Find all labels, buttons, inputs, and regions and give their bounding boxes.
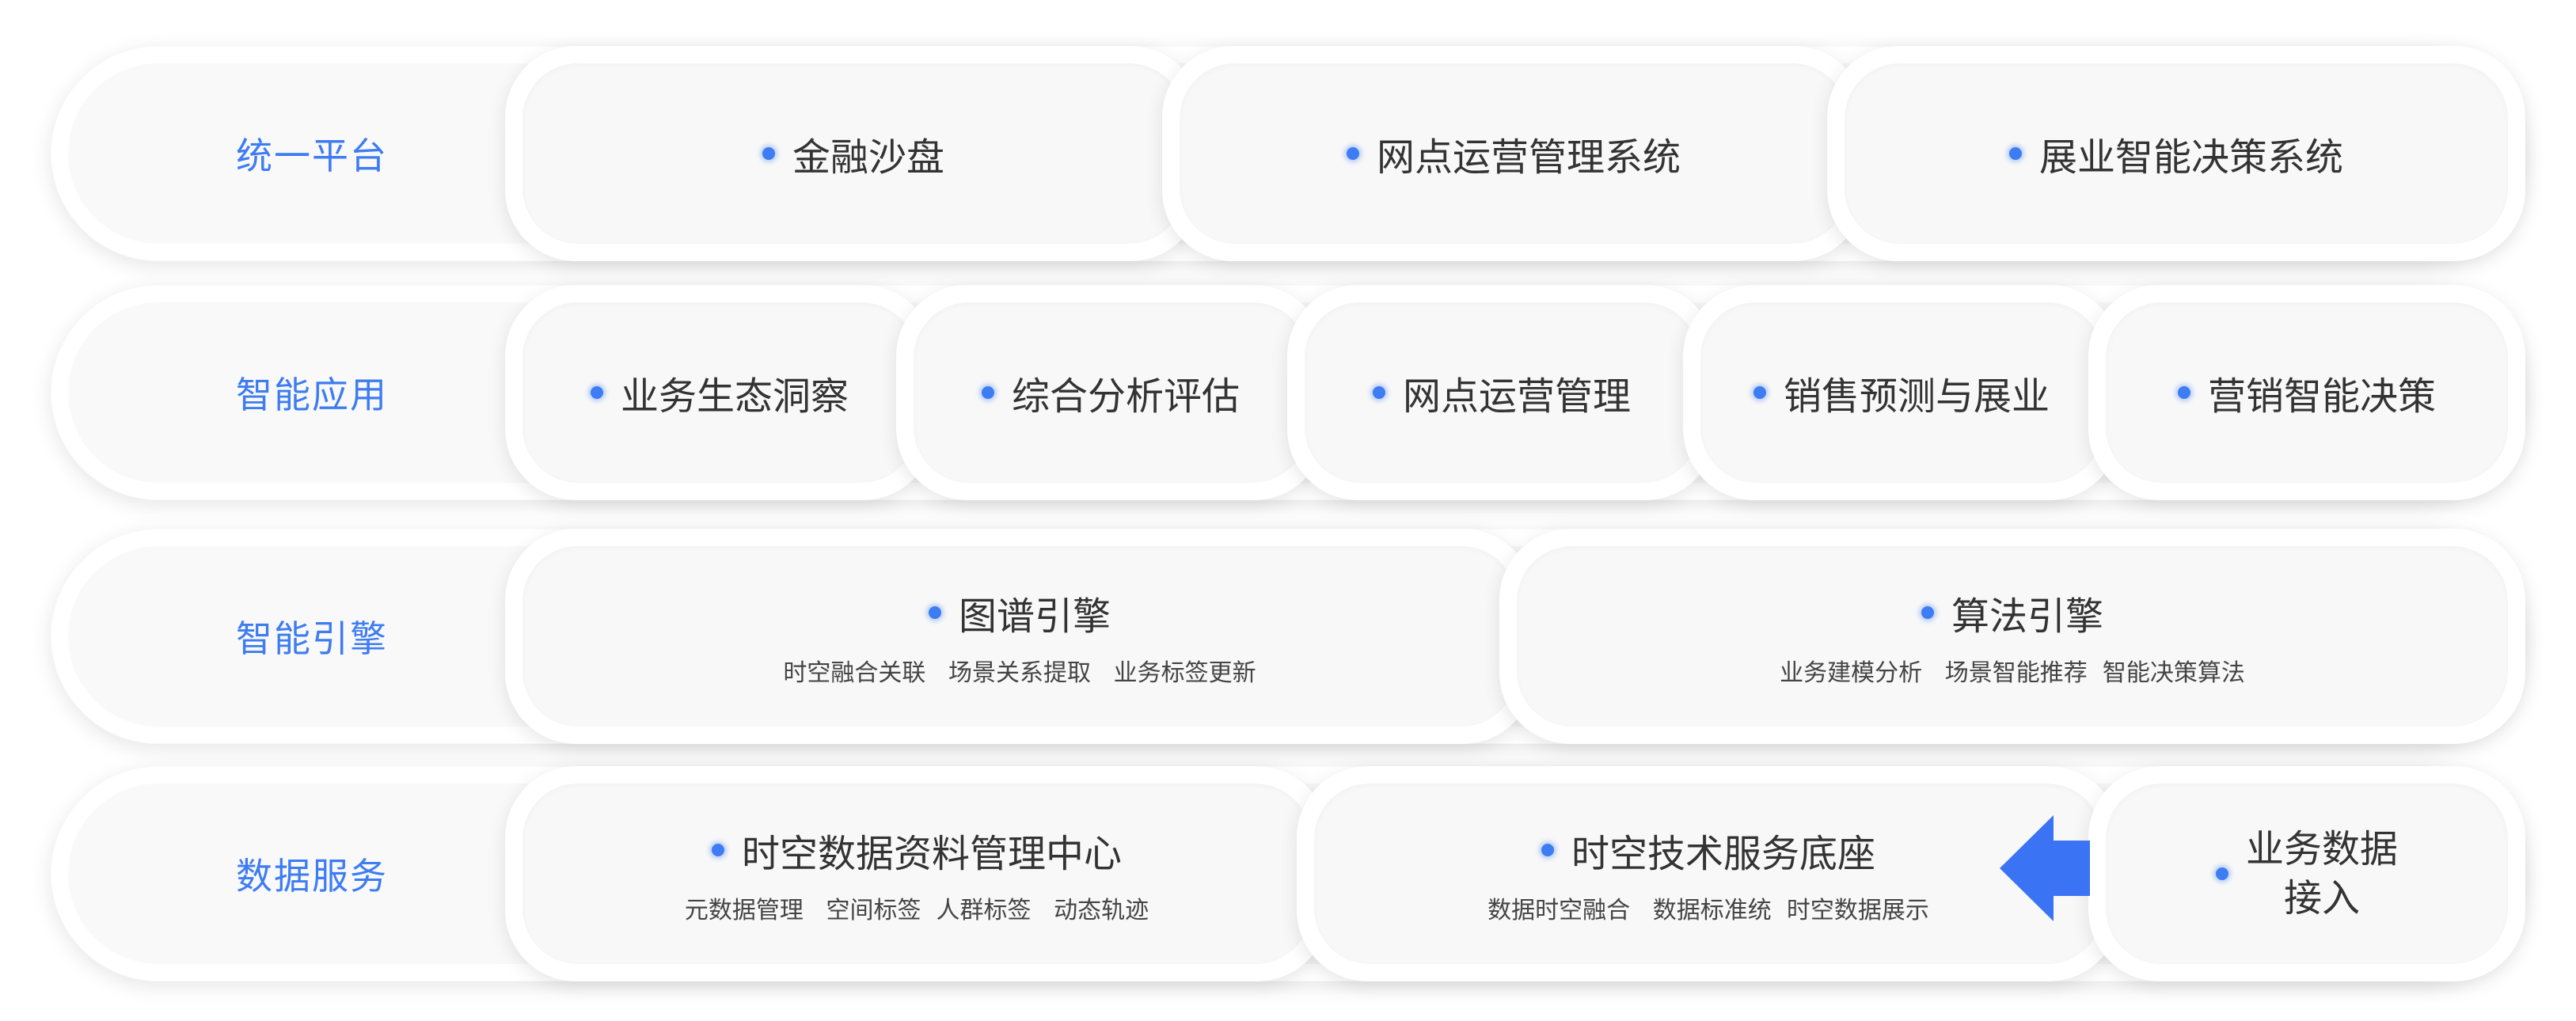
card-business-decision-system[interactable]: 展业智能决策系统 [1827, 46, 2525, 261]
row-smart-applications: 智能应用 业务生态洞察 综合分析评估 网点运营管理 [51, 285, 2525, 500]
card-title: 图谱引擎 [958, 594, 1111, 639]
card-title: 销售预测与展业 [1783, 374, 2050, 419]
row-smart-engines: 智能引擎 图谱引擎 时空融合关联 场景关系提取 业务标签更新 算法引擎 业务建模… [51, 529, 2525, 744]
card-title: 算法引擎 [1951, 594, 2103, 639]
card-title: 业务生态洞察 [620, 374, 849, 419]
card-title: 业务数据 接入 [2246, 825, 2398, 923]
card-title: 网点运营管理系统 [1376, 135, 1681, 180]
card-title: 综合分析评估 [1011, 374, 1240, 419]
row-label: 数据服务 [236, 855, 388, 898]
card-comprehensive-analysis[interactable]: 综合分析评估 [896, 285, 1325, 500]
bullet-dot-icon [762, 147, 775, 160]
bullet-dot-icon [2177, 386, 2190, 399]
arrow-left-icon [2000, 815, 2090, 921]
card-graph-engine[interactable]: 图谱引擎 时空融合关联 场景关系提取 业务标签更新 [505, 529, 1534, 744]
bullet-dot-icon [2215, 867, 2228, 880]
card-business-ecosystem-insight[interactable]: 业务生态洞察 [505, 285, 934, 500]
card-title: 时空数据资料管理中心 [741, 832, 1122, 876]
card-outlet-ops-system[interactable]: 网点运营管理系统 [1162, 46, 1865, 261]
card-algorithm-engine[interactable]: 算法引擎 业务建模分析 场景智能推荐 智能决策算法 [1499, 529, 2525, 744]
card-outlet-ops-management[interactable]: 网点运营管理 [1287, 285, 1716, 500]
card-title: 营销智能决策 [2207, 374, 2436, 419]
card-title: 网点运营管理 [1402, 374, 1631, 419]
row-unified-platform: 统一平台 金融沙盘 网点运营管理系统 展业智能决策系统 [51, 46, 2525, 261]
row-data-services: 数据服务 时空数据资料管理中心 元数据管理 空间标签 人群标签 动态轨迹 时空技… [51, 766, 2525, 981]
bullet-dot-icon [981, 386, 994, 399]
row-label: 智能引擎 [236, 617, 388, 660]
card-subtitle: 业务建模分析 场景智能推荐 智能决策算法 [1780, 659, 2245, 687]
bullet-dot-icon [1372, 386, 1385, 399]
card-title-line: 接入 [2283, 876, 2360, 920]
card-subtitle: 元数据管理 空间标签 人群标签 动态轨迹 [684, 897, 1149, 924]
card-subtitle: 数据时空融合 数据标准统 时空数据展示 [1487, 897, 1929, 924]
bullet-dot-icon [1541, 844, 1554, 856]
card-subtitle: 时空融合关联 场景关系提取 业务标签更新 [783, 659, 1256, 687]
bullet-dot-icon [590, 386, 603, 399]
row-label: 统一平台 [236, 135, 388, 177]
bullet-dot-icon [1921, 606, 1934, 619]
card-financial-sandbox[interactable]: 金融沙盘 [505, 46, 1202, 261]
bullet-dot-icon [1346, 147, 1359, 160]
bullet-dot-icon [2008, 147, 2022, 160]
card-sales-forecast[interactable]: 销售预测与展业 [1683, 285, 2120, 500]
card-title: 时空技术服务底座 [1571, 832, 1875, 876]
bullet-dot-icon [928, 606, 941, 619]
card-marketing-decision[interactable]: 营销智能决策 [2088, 285, 2525, 500]
card-business-data-ingest[interactable]: 业务数据 接入 [2088, 766, 2525, 981]
card-spatiotemporal-data-center[interactable]: 时空数据资料管理中心 元数据管理 空间标签 人群标签 动态轨迹 [505, 766, 1328, 981]
card-spatiotemporal-tech-base[interactable]: 时空技术服务底座 数据时空融合 数据标准统 时空数据展示 [1297, 766, 2120, 981]
card-title: 展业智能决策系统 [2038, 135, 2343, 180]
card-title-line: 业务数据 [2245, 827, 2398, 871]
card-title: 金融沙盘 [792, 135, 944, 180]
bullet-dot-icon [711, 844, 724, 856]
bullet-dot-icon [1753, 386, 1766, 399]
row-label: 智能应用 [236, 374, 388, 416]
